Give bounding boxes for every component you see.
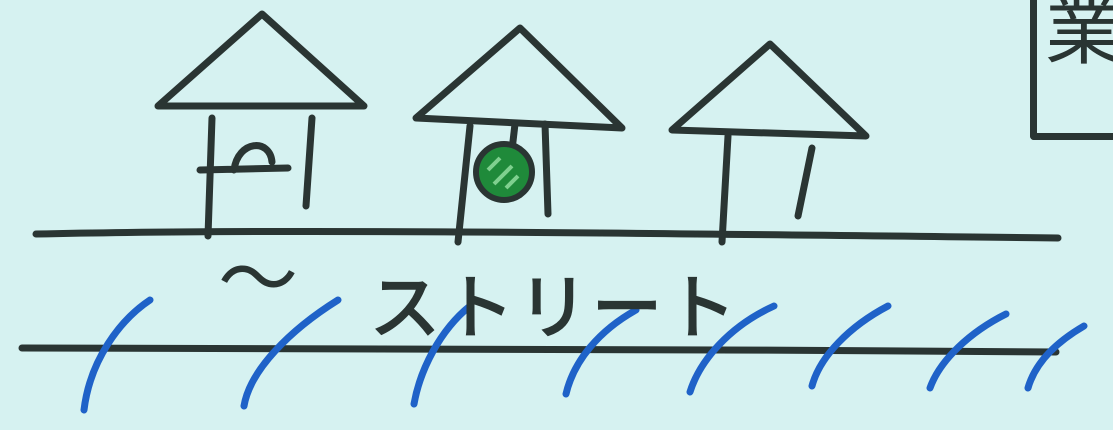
street-prefix: 〜: [218, 233, 298, 326]
water-stroke: [562, 306, 640, 398]
water-stroke: [240, 296, 342, 410]
water-stroke: [808, 302, 892, 390]
house-1-roof: [154, 10, 368, 110]
house-3-wall-left: [718, 132, 732, 246]
water-stroke: [410, 302, 474, 408]
water-stroke: [1024, 322, 1088, 392]
street-bottom-line: [18, 343, 1060, 356]
water-stroke: [926, 310, 1010, 392]
house-1-sign-glyph: [196, 142, 292, 174]
house-1: [154, 10, 368, 240]
corner-sign: [1030, 0, 1113, 140]
house-1-wall-right: [302, 114, 316, 210]
street-label: ストリート: [370, 267, 740, 349]
water-stroke: [686, 302, 778, 396]
house-3-roof: [668, 40, 870, 140]
street-top-line: [32, 227, 1062, 242]
house-1-wall-left: [204, 114, 216, 240]
corner-sign-kanji: 業: [1045, 0, 1113, 76]
house-2-wall-right: [541, 120, 552, 218]
house-2: [412, 24, 626, 246]
water-strokes: [80, 296, 1088, 414]
house-2-roof: [412, 24, 626, 132]
house-2-ornament-hatch: [486, 156, 520, 190]
water-stroke: [80, 296, 154, 414]
house-3-wall-right: [794, 144, 816, 220]
house-2-wall-left: [454, 122, 474, 246]
house-3: [668, 40, 870, 246]
